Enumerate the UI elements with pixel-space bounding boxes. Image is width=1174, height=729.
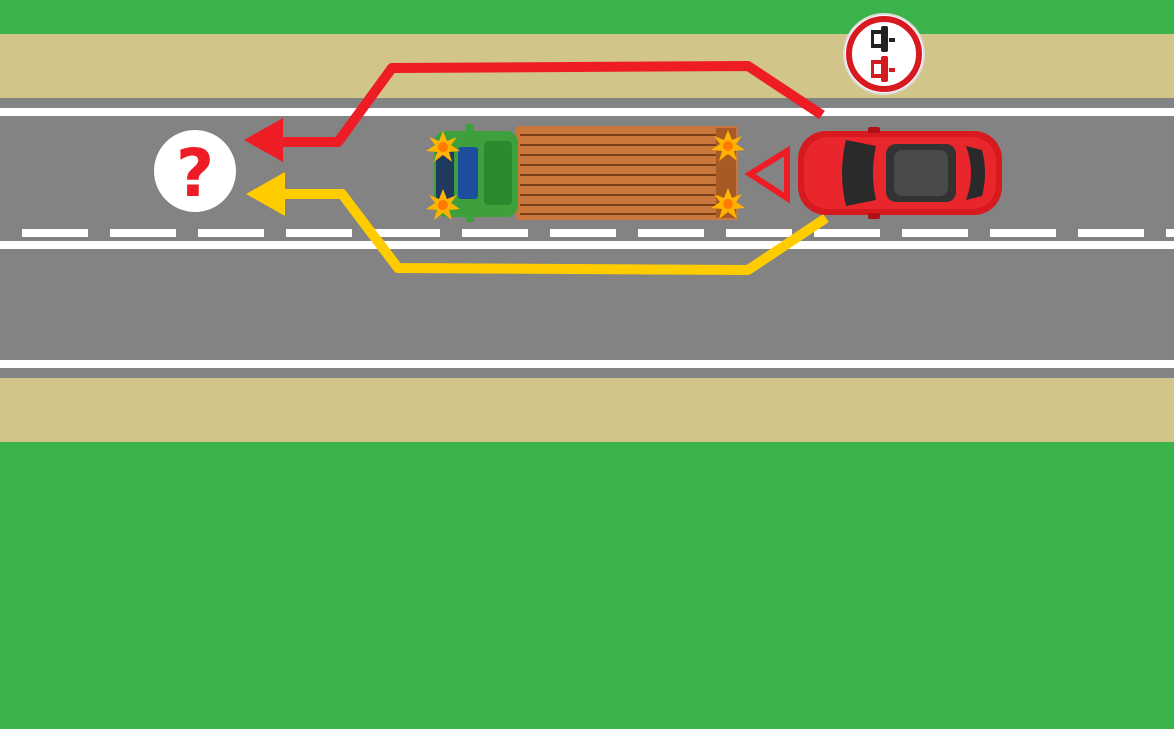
sidewalk-bottom bbox=[0, 378, 1174, 442]
question-mark-text: ? bbox=[176, 135, 214, 212]
car-icon bbox=[798, 127, 1002, 219]
road-edge-line-bottom bbox=[0, 360, 1174, 368]
grass-top bbox=[0, 0, 1174, 34]
question-mark-icon: ? bbox=[154, 130, 236, 212]
grass-bottom bbox=[0, 442, 1174, 729]
truck-icon bbox=[434, 124, 738, 222]
lane-divider-solid bbox=[0, 241, 1174, 249]
no-overtaking-sign-icon bbox=[844, 14, 924, 94]
road-edge-line-top bbox=[0, 108, 1174, 116]
